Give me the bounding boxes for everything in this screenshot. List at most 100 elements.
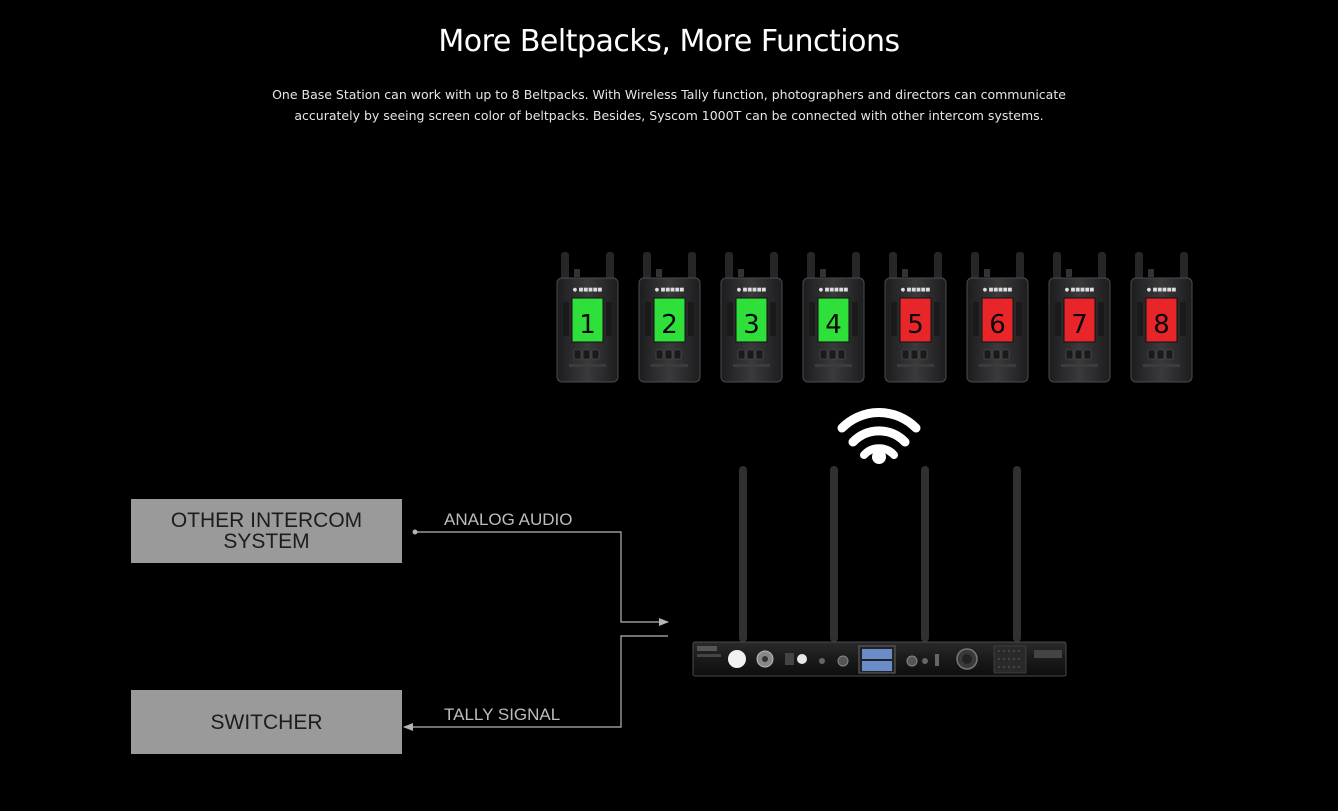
beltpack-grille	[1137, 302, 1143, 336]
beltpack-brand: ● ■■■■■	[655, 287, 685, 293]
beltpack-antenna	[889, 252, 897, 282]
switcher-label: SWITCHER	[210, 710, 323, 734]
beltpack-knob	[1066, 269, 1072, 277]
beltpack-antenna	[1098, 252, 1106, 282]
beltpack-knob	[656, 269, 662, 277]
beltpack-screen	[653, 297, 686, 343]
beltpack-grille	[770, 302, 776, 336]
description-line-1: One Base Station can work with up to 8 B…	[272, 87, 1066, 102]
beltpack-number: 1	[579, 310, 596, 340]
beltpack-grille	[688, 302, 694, 336]
page-description: One Base Station can work with up to 8 B…	[269, 84, 1069, 126]
beltpack-button	[1156, 349, 1165, 360]
beltpack-number: 5	[907, 310, 924, 340]
beltpack-antenna	[1053, 252, 1061, 282]
beltpack-3: ● ■■■■■3	[720, 252, 783, 383]
beltpack-grille	[934, 302, 940, 336]
beltpack-brand: ● ■■■■■	[573, 287, 603, 293]
beltpack-button	[664, 349, 673, 360]
beltpack-grille	[1098, 302, 1104, 336]
beltpack-antenna	[1180, 252, 1188, 282]
beltpack-button	[819, 349, 828, 360]
beltpack-antenna	[643, 252, 651, 282]
beltpack-screen	[817, 297, 850, 343]
beltpack-button	[582, 349, 591, 360]
beltpack-screen	[1063, 297, 1096, 343]
intercom-label-line-2: SYSTEM	[223, 530, 310, 553]
beltpack-grille	[563, 302, 569, 336]
beltpack-4: ● ■■■■■ 4	[802, 252, 865, 383]
beltpack-screen	[899, 297, 932, 343]
beltpack-button	[746, 349, 755, 360]
beltpack-button	[837, 349, 846, 360]
beltpack-grille	[891, 302, 897, 336]
switcher-box: SWITCHER	[131, 690, 402, 754]
beltpack-screen	[735, 297, 768, 343]
beltpack-grille	[1055, 302, 1061, 336]
beltpack-button	[673, 349, 682, 360]
beltpack-brand: ● ■■■■■	[901, 287, 931, 293]
beltpack-antenna	[807, 252, 815, 282]
tally-signal-label: TALLY SIGNAL	[444, 705, 561, 724]
beltpack-number: 2	[661, 310, 678, 340]
beltpack-trim	[815, 364, 852, 367]
base-station-device	[692, 641, 1067, 677]
beltpack-7: ● ■■■■■ 7	[1048, 252, 1111, 383]
beltpack-grille	[1180, 302, 1186, 336]
beltpack-5: ● ■■■■■ 5	[884, 252, 947, 383]
beltpack-brand: ● ■■■■■	[819, 287, 849, 293]
beltpack-button	[1001, 349, 1010, 360]
beltpack-grille	[606, 302, 612, 336]
beltpack-button	[591, 349, 600, 360]
beltpack-number: 7	[1071, 310, 1088, 340]
beltpack-antenna	[934, 252, 942, 282]
beltpack-knob	[984, 269, 990, 277]
beltpack-button	[655, 349, 664, 360]
beltpack-trim	[569, 364, 606, 367]
other-intercom-system-box: OTHER INTERCOM SYSTEM	[131, 499, 402, 563]
beltpack-grille	[852, 302, 858, 336]
beltpack-6: ● ■■■■■ 6	[966, 252, 1029, 383]
beltpack-button	[901, 349, 910, 360]
beltpack-screen	[1145, 297, 1178, 343]
wifi-icon	[837, 408, 921, 464]
beltpack-antenna	[725, 252, 733, 282]
beltpack-button	[573, 349, 582, 360]
beltpack-number: 4	[825, 310, 842, 340]
beltpack-button	[910, 349, 919, 360]
beltpack-screen	[571, 297, 604, 343]
beltpack-knob	[1148, 269, 1154, 277]
beltpack-brand: ● ■■■■■	[1065, 287, 1095, 293]
beltpack-8: ● ■■■■■8	[1130, 252, 1193, 383]
beltpack-button	[1083, 349, 1092, 360]
beltpack-antenna	[561, 252, 569, 282]
beltpack-trim	[1061, 364, 1098, 367]
beltpack-antenna	[852, 252, 860, 282]
beltpack-brand: ● ■■■■■	[737, 287, 767, 293]
beltpack-button	[737, 349, 746, 360]
beltpack-trim	[897, 364, 934, 367]
beltpack-button	[828, 349, 837, 360]
beltpack-grille	[727, 302, 733, 336]
beltpack-button	[1165, 349, 1174, 360]
beltpack-antenna	[1135, 252, 1143, 282]
beltpack-trim	[979, 364, 1016, 367]
beltpack-knob	[574, 269, 580, 277]
beltpack-antenna	[770, 252, 778, 282]
beltpack-button	[1147, 349, 1156, 360]
beltpack-antenna	[688, 252, 696, 282]
beltpack-button	[1074, 349, 1083, 360]
connection-lines	[403, 529, 669, 731]
beltpack-grille	[973, 302, 979, 336]
beltpack-knob	[738, 269, 744, 277]
analog-audio-label: ANALOG AUDIO	[444, 510, 573, 529]
beltpack-number: 6	[989, 310, 1006, 340]
beltpack-row: ● ■■■■■1● ■■■■■2● ■■■■■3● ■■■■■4● ■■■■■5…	[556, 252, 1193, 383]
beltpack-number: 8	[1153, 310, 1170, 340]
beltpack-trim	[733, 364, 770, 367]
beltpack-grille	[809, 302, 815, 336]
beltpack-button	[919, 349, 928, 360]
beltpack-button	[992, 349, 1001, 360]
beltpack-brand: ● ■■■■■	[983, 287, 1013, 293]
